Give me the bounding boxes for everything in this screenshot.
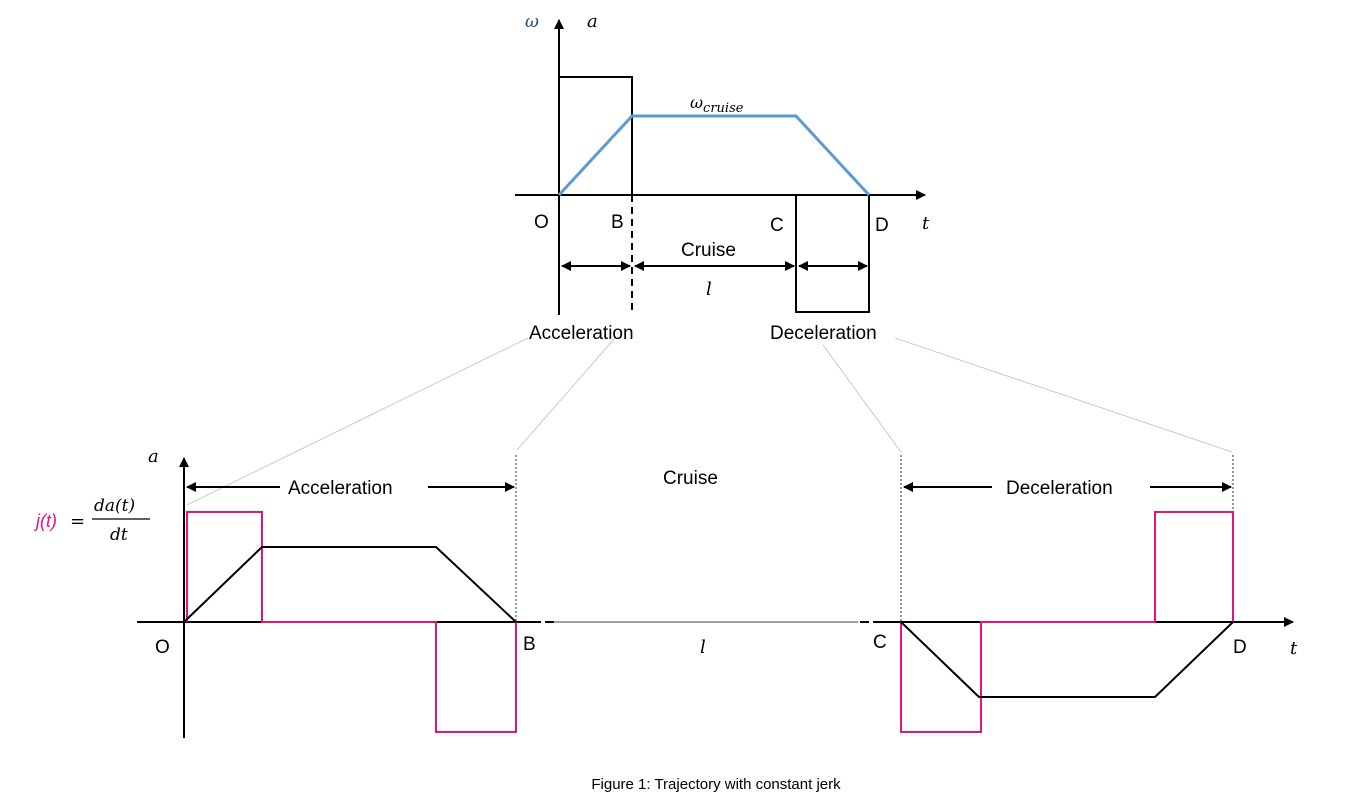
jerk-accel-profile [186, 511, 517, 733]
bottom-l-label: l [700, 637, 706, 658]
top-point-c: C [770, 215, 784, 236]
top-point-b: B [611, 212, 624, 233]
bottom-a-label: a [148, 446, 159, 467]
jerk-denominator: dt [110, 525, 128, 545]
top-point-o: O [534, 212, 549, 233]
top-t-label: t [922, 213, 930, 234]
acceleration-accel-profile [183, 546, 517, 623]
jerk-lhs: j(t) [33, 511, 57, 531]
guide-accel-right [516, 337, 616, 451]
top-velocity-profile: ω a t ωcruise O B C D Cruise l Accelerat… [186, 11, 1233, 506]
figure-caption: Figure 1: Trajectory with constant jerk [591, 776, 841, 793]
top-omega-label: ω [525, 12, 539, 32]
jerk-equation: j(t) = da(t) dt [33, 496, 150, 545]
bottom-t-label: t [1290, 638, 1298, 659]
top-cruise-label: Cruise [681, 240, 736, 261]
omega-profile [557, 114, 871, 197]
bottom-decel-label: Deceleration [1006, 478, 1113, 499]
bottom-point-b: B [523, 634, 536, 655]
bottom-acceleration-profile: a t Acceleration Deceleration Cruise l O… [33, 446, 1298, 738]
jerk-decel-profile [900, 511, 1234, 733]
jerk-equals: = [70, 511, 85, 532]
bottom-accel-label: Acceleration [288, 478, 393, 499]
zoom-guides [186, 337, 1233, 506]
top-deceleration-label: Deceleration [770, 323, 877, 344]
top-a-label: a [587, 11, 598, 32]
bottom-point-o: O [155, 637, 170, 658]
jerk-numerator: da(t) [94, 496, 135, 516]
top-acceleration-rect [559, 76, 633, 195]
bottom-cruise-label: Cruise [663, 468, 718, 489]
top-point-d: D [875, 215, 889, 236]
top-acceleration-label: Acceleration [529, 323, 634, 344]
omega-cruise-label: ωcruise [690, 93, 744, 116]
bottom-point-d: D [1233, 637, 1247, 658]
bottom-point-c: C [873, 632, 887, 653]
guide-decel-right [894, 337, 1233, 453]
acceleration-decel-profile [900, 621, 1234, 698]
guide-accel-left [186, 337, 529, 506]
top-l-label: l [706, 279, 712, 300]
guide-decel-left [822, 344, 902, 453]
top-deceleration-rect [795, 195, 870, 313]
